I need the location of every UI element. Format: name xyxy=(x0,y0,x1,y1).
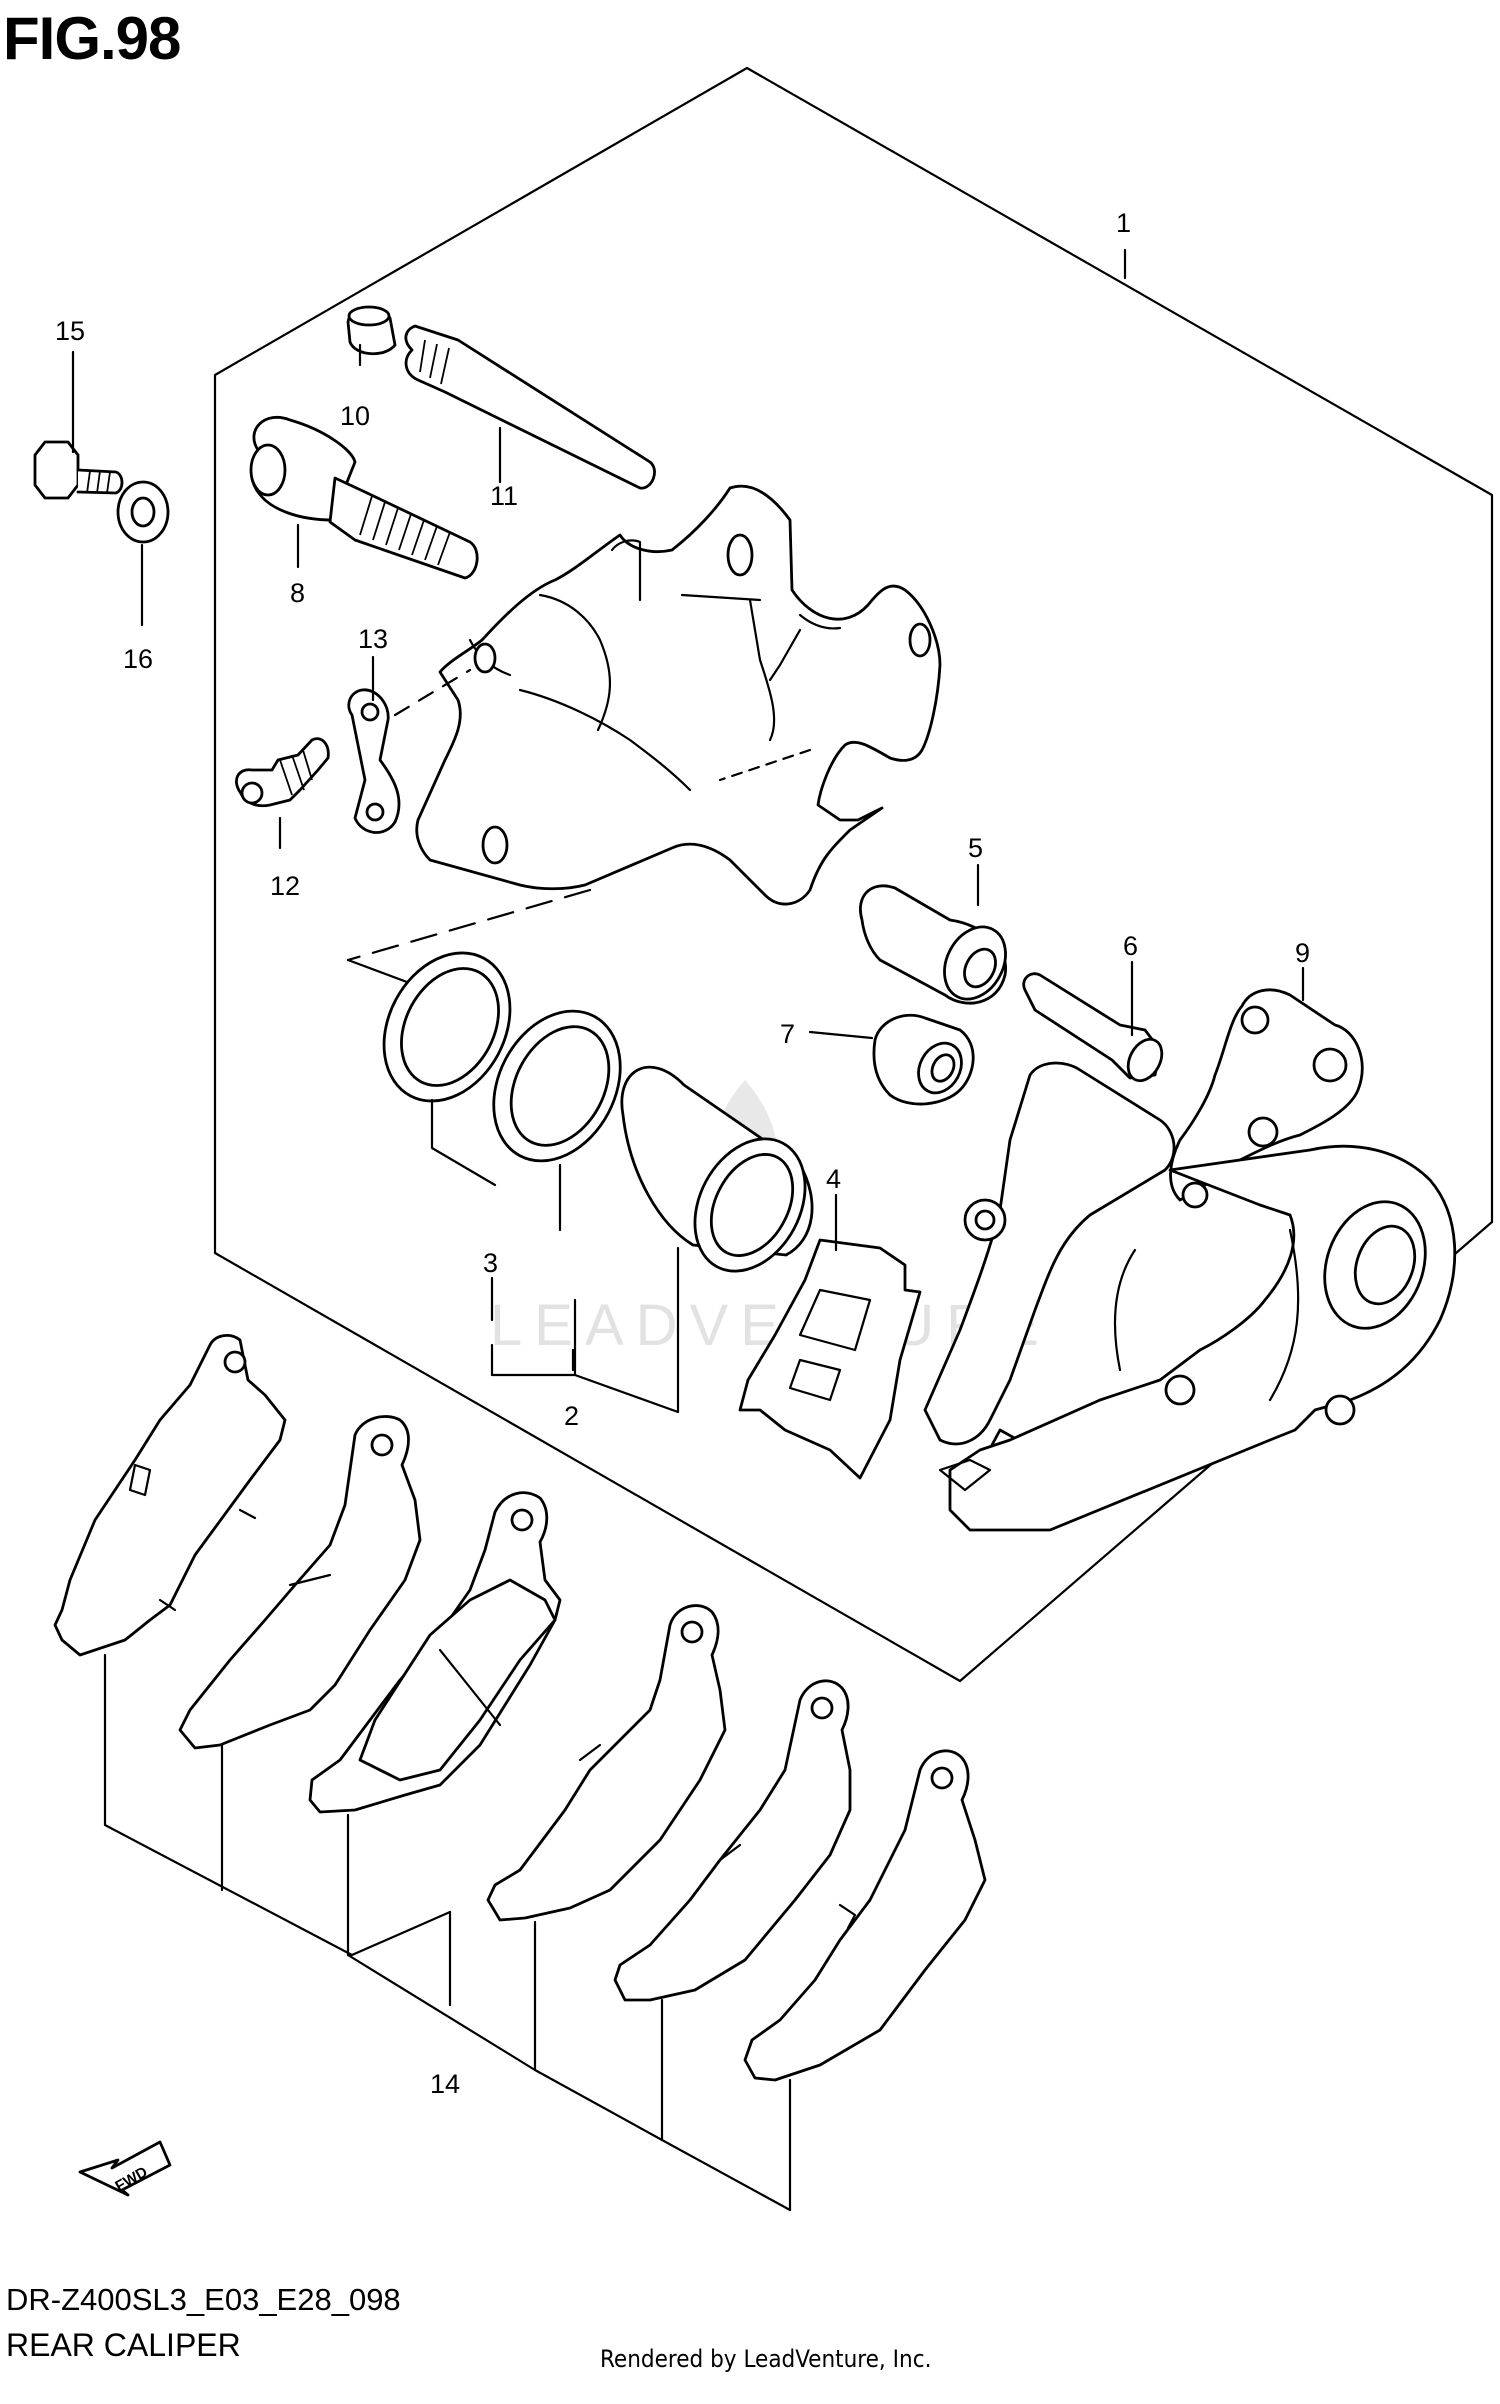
brake-pad-4 xyxy=(486,1604,727,1922)
caliper-body xyxy=(415,484,942,906)
bleeder-valve-12 xyxy=(235,737,330,808)
callout-9: 9 xyxy=(1295,938,1310,968)
seal-3-inner xyxy=(492,1009,622,1163)
callout-8: 8 xyxy=(290,578,305,608)
bolt-15 xyxy=(33,440,124,500)
brake-pad-6 xyxy=(743,1749,987,2082)
brake-pad-3 xyxy=(308,1491,562,1814)
render-credit: Rendered by LeadVenture, Inc. xyxy=(600,2345,932,2373)
callout-16: 16 xyxy=(123,644,153,674)
cap-10 xyxy=(346,305,397,356)
callout-14: 14 xyxy=(430,2069,460,2099)
callout-4: 4 xyxy=(826,1164,841,1194)
callout-15: 15 xyxy=(55,316,85,346)
assembly-outline xyxy=(213,66,1494,1683)
fwd-arrow-icon: FWD xyxy=(78,2140,172,2197)
alignment-line-piston xyxy=(346,888,592,962)
model-code: DR-Z400SL3_E03_E28_098 xyxy=(6,2282,401,2317)
leader-lines xyxy=(71,248,1305,2212)
figure-title: FIG.98 xyxy=(3,5,181,72)
callout-12: 12 xyxy=(270,871,300,901)
watermark-text: LEADVENTURE xyxy=(490,1293,1051,1358)
callout-6: 6 xyxy=(1123,931,1138,961)
callout-3: 3 xyxy=(483,1248,498,1278)
pin-6 xyxy=(1022,972,1164,1083)
brake-pad-2 xyxy=(178,1415,422,1750)
callout-5: 5 xyxy=(968,833,983,863)
spring-clip-4 xyxy=(738,1238,922,1480)
callout-2: 2 xyxy=(564,1401,579,1431)
washer-16 xyxy=(116,480,170,544)
brake-pad-5 xyxy=(613,1679,852,2002)
pin-11 xyxy=(404,324,656,490)
boot-7 xyxy=(872,1013,975,1106)
piston-2 xyxy=(620,1065,814,1273)
sleeve-5 xyxy=(859,884,1008,1005)
callout-1: 1 xyxy=(1116,208,1131,238)
callout-11: 11 xyxy=(490,481,518,511)
callout-labels: 1 2 3 4 5 6 7 8 9 10 11 12 13 14 15 16 xyxy=(55,208,1310,2099)
callout-10: 10 xyxy=(340,401,370,431)
piston-bore-edge xyxy=(346,958,417,987)
callout-13: 13 xyxy=(358,624,388,654)
alignment-line-bleeder xyxy=(393,668,472,717)
callout-7: 7 xyxy=(780,1019,795,1049)
brake-pad-1 xyxy=(53,1334,287,1657)
plate-13 xyxy=(347,688,401,834)
bracket-9 xyxy=(923,988,1457,1532)
figure-name: REAR CALIPER xyxy=(6,2327,241,2363)
pin-bolt-8 xyxy=(249,416,479,580)
seal-3-outer xyxy=(382,951,512,1103)
